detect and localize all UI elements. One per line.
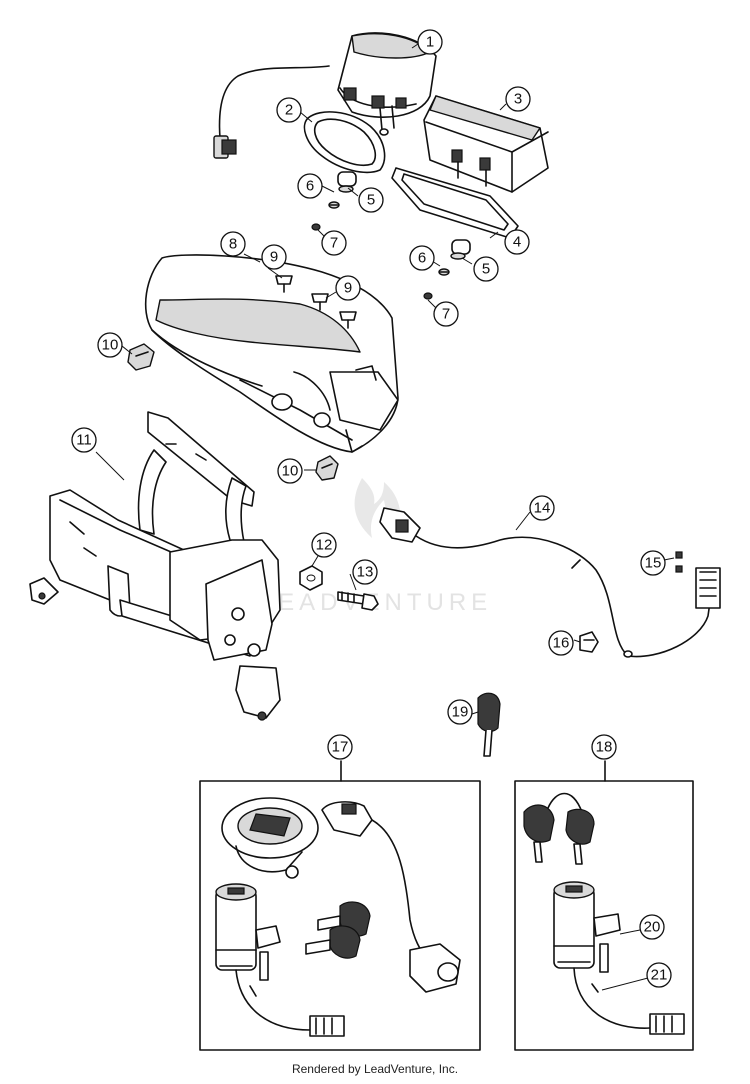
part-10-clips <box>127 343 339 481</box>
svg-text:10: 10 <box>282 463 299 480</box>
part-14-harness <box>379 507 721 658</box>
svg-text:14: 14 <box>534 500 551 517</box>
svg-text:3: 3 <box>514 91 522 108</box>
svg-text:18: 18 <box>596 739 613 756</box>
callout-20: 20 <box>639 914 665 940</box>
callout-12: 12 <box>311 532 337 558</box>
callout-10-top: 10 <box>97 332 123 358</box>
svg-text:16: 16 <box>553 635 570 652</box>
callout-5-right: 5 <box>473 256 499 282</box>
part-1-instrument <box>213 32 437 159</box>
callout-13: 13 <box>352 559 378 585</box>
svg-text:9: 9 <box>270 249 278 266</box>
svg-text:4: 4 <box>513 234 521 251</box>
part-12-nut <box>299 565 323 591</box>
svg-text:21: 21 <box>651 967 668 984</box>
part-5-6-7-hardware-left <box>311 171 357 231</box>
callout-16: 16 <box>548 630 574 656</box>
callout-9-top: 9 <box>261 244 287 270</box>
callout-6-left: 6 <box>297 173 323 199</box>
svg-text:6: 6 <box>306 178 314 195</box>
leader-lines <box>95 43 675 991</box>
part-5-6-7-hardware-right <box>423 239 471 300</box>
callout-1: 1 <box>417 29 443 55</box>
part-17-kit-box <box>199 760 481 1051</box>
part-8-cover <box>144 254 399 453</box>
callout-8: 8 <box>220 231 246 257</box>
svg-text:17: 17 <box>332 739 349 756</box>
callout-7-left: 7 <box>321 230 347 256</box>
svg-text:5: 5 <box>482 261 490 278</box>
callout-9-bottom: 9 <box>335 275 361 301</box>
part-3-display <box>423 95 549 193</box>
callout-17: 17 <box>327 734 353 760</box>
footer-credit: Rendered by LeadVenture, Inc. <box>291 1062 459 1076</box>
svg-text:10: 10 <box>102 337 119 354</box>
callout-18: 18 <box>591 734 617 760</box>
part-11-bracket <box>29 411 281 721</box>
callout-5-left: 5 <box>358 187 384 213</box>
part-9-screws <box>275 275 357 329</box>
svg-text:6: 6 <box>418 250 426 267</box>
svg-text:19: 19 <box>452 704 469 721</box>
callout-6-right: 6 <box>409 245 435 271</box>
callout-2: 2 <box>276 97 302 123</box>
callout-14: 14 <box>529 495 555 521</box>
callout-3: 3 <box>505 86 531 112</box>
callout-10-bottom: 10 <box>277 458 303 484</box>
callout-19: 19 <box>447 699 473 725</box>
svg-text:7: 7 <box>442 306 450 323</box>
callout-11: 11 <box>71 427 97 453</box>
callout-21: 21 <box>646 962 672 988</box>
svg-text:15: 15 <box>645 555 662 572</box>
part-2-gasket <box>303 111 386 174</box>
part-19-key <box>477 692 501 757</box>
svg-text:7: 7 <box>330 235 338 252</box>
svg-text:5: 5 <box>367 192 375 209</box>
svg-text:13: 13 <box>357 564 374 581</box>
callout-4: 4 <box>504 229 530 255</box>
callout-15: 15 <box>640 550 666 576</box>
svg-text:9: 9 <box>344 280 352 297</box>
svg-text:8: 8 <box>229 236 237 253</box>
svg-text:2: 2 <box>285 102 293 119</box>
callout-7-right: 7 <box>433 301 459 327</box>
svg-text:11: 11 <box>76 432 92 449</box>
part-13-bolt <box>337 591 379 611</box>
svg-text:12: 12 <box>316 537 333 554</box>
svg-text:1: 1 <box>426 34 434 51</box>
svg-text:20: 20 <box>644 919 661 936</box>
part-15-terminals <box>675 551 683 573</box>
part-16-clip <box>579 631 599 653</box>
part-18-kit-box <box>514 760 694 1051</box>
